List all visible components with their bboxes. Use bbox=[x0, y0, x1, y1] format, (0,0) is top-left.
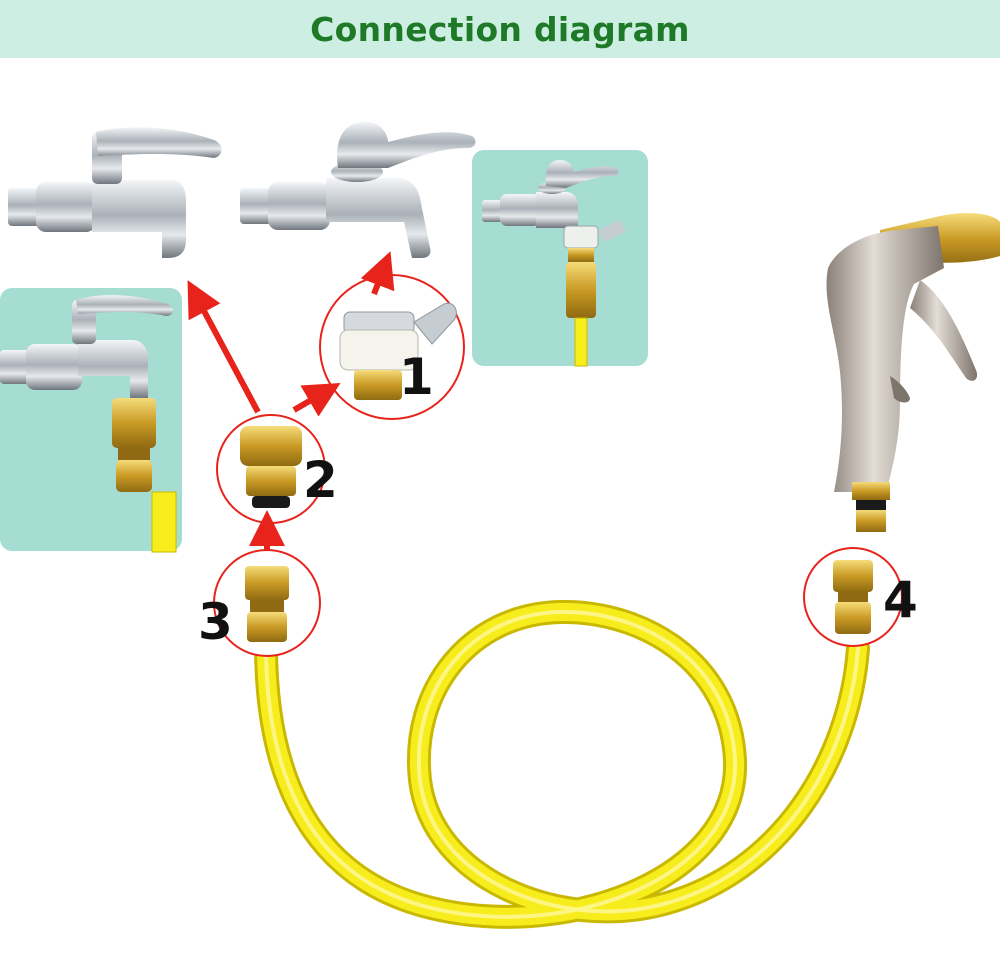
page-title: Connection diagram bbox=[310, 9, 690, 49]
callout-3-hose-connector bbox=[213, 549, 321, 657]
faucet-with-connector-icon bbox=[0, 295, 177, 553]
spray-gun-icon bbox=[826, 213, 1000, 532]
callout-4-hose-connector bbox=[803, 547, 903, 647]
callout-1-clamp-adapter bbox=[319, 274, 465, 420]
arrow-1-to-faucet-smooth bbox=[360, 251, 395, 296]
callout-number-4: 4 bbox=[883, 571, 918, 629]
callout-number-3: 3 bbox=[198, 593, 233, 651]
callout-number-2: 2 bbox=[303, 451, 338, 509]
faucet-smooth-icon bbox=[240, 121, 476, 258]
faucet-threaded-icon bbox=[8, 127, 222, 258]
arrow-2-to-callout-1 bbox=[292, 382, 341, 417]
header-bar: Connection diagram bbox=[0, 0, 1000, 58]
connection-arrows bbox=[187, 251, 395, 550]
arrow-2-to-faucet-threaded bbox=[187, 280, 261, 414]
faucet-with-clamp-icon bbox=[482, 160, 626, 367]
callout-number-1: 1 bbox=[399, 348, 434, 406]
hose-icon bbox=[254, 599, 870, 929]
